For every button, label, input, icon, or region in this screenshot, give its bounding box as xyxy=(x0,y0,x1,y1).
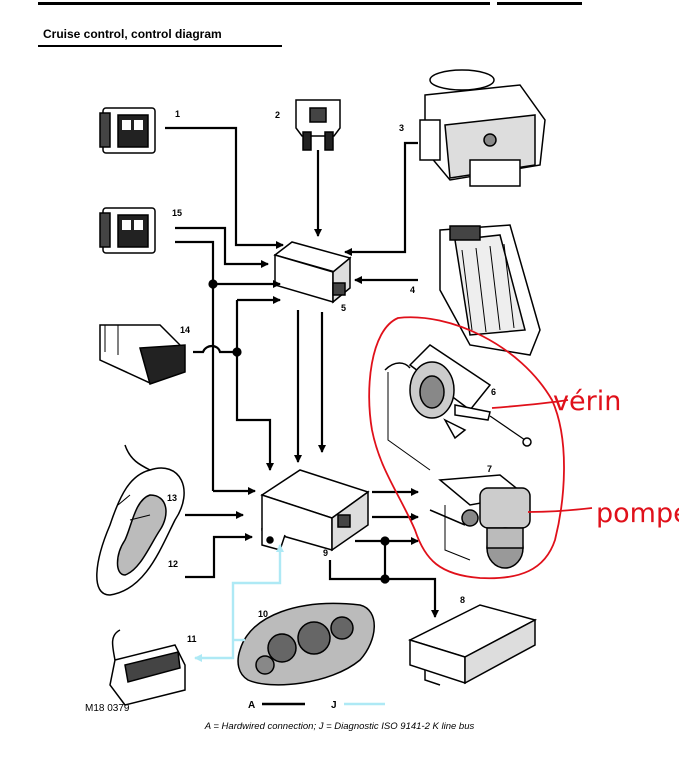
annotation-verin: vérin xyxy=(553,386,621,417)
component-14-switch xyxy=(99,324,186,385)
component-11-diagnostic-socket xyxy=(109,629,186,706)
component-9-control-unit xyxy=(260,469,370,552)
label-3: 3 xyxy=(399,123,404,133)
label-12: 12 xyxy=(168,559,178,569)
label-5: 5 xyxy=(341,303,346,313)
red-annotation xyxy=(368,316,593,580)
title-underline xyxy=(38,45,282,47)
label-10: 10 xyxy=(258,609,268,619)
component-15-switch xyxy=(99,207,156,254)
label-9: 9 xyxy=(323,548,328,558)
figure-reference: M18 0379 xyxy=(85,703,130,714)
legend-key-a: A xyxy=(248,700,255,711)
label-11: 11 xyxy=(187,634,197,644)
component-7-vacuum-pump xyxy=(429,474,531,569)
label-13: 13 xyxy=(167,493,177,503)
label-2: 2 xyxy=(275,110,280,120)
page-title: Cruise control, control diagram xyxy=(43,27,222,41)
component-2-fuse xyxy=(295,99,341,151)
legend-key-j: J xyxy=(331,700,337,711)
label-6: 6 xyxy=(491,387,496,397)
header-rule-short xyxy=(497,2,582,5)
label-7: 7 xyxy=(487,464,492,474)
hardwired-connections xyxy=(165,126,439,618)
component-6-actuator xyxy=(384,344,532,471)
component-8-module xyxy=(407,604,538,686)
component-4-engine-ecm xyxy=(439,224,541,356)
component-3-abs-modulator xyxy=(419,69,546,187)
diagnostic-bus xyxy=(194,544,284,662)
legend: A J xyxy=(248,700,385,711)
label-8: 8 xyxy=(460,595,465,605)
label-1: 1 xyxy=(175,109,180,119)
component-1-switch xyxy=(99,107,156,154)
component-5-cruise-ecu xyxy=(273,241,352,304)
label-4: 4 xyxy=(410,285,415,295)
component-10-instrument-pack xyxy=(237,602,375,686)
figure-caption: A = Hardwired connection; J = Diagnostic… xyxy=(204,721,475,732)
label-14: 14 xyxy=(180,325,190,335)
component-12-13-steering-switches xyxy=(96,444,185,596)
annotation-pompe: pompe xyxy=(596,498,679,529)
label-15: 15 xyxy=(172,208,182,218)
header-rule xyxy=(38,2,490,5)
